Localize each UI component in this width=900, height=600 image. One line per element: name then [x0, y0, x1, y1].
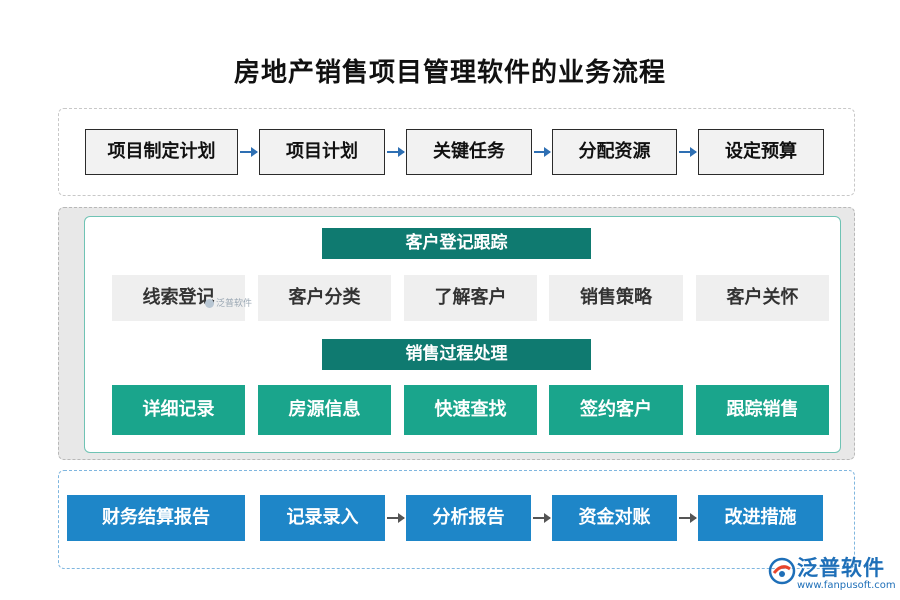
sales-item-5: 跟踪销售 [696, 385, 829, 435]
logo-url: www.fanpusoft.com [797, 580, 896, 591]
arrow-right-icon [534, 147, 551, 157]
arrow-right-icon [533, 513, 551, 523]
arrow-right-icon [240, 147, 258, 157]
arrow-right-icon [679, 147, 697, 157]
customer-header: 客户登记跟踪 [322, 228, 591, 259]
sales-item-4: 签约客户 [549, 385, 683, 435]
customer-item-4: 销售策略 [549, 275, 683, 321]
finance-step-3: 分析报告 [406, 495, 531, 541]
finance-step-4: 资金对账 [552, 495, 677, 541]
planning-step-2: 项目计划 [259, 129, 385, 175]
finance-step-1: 财务结算报告 [67, 495, 245, 541]
sales-item-1: 详细记录 [112, 385, 245, 435]
diagram-title: 房地产销售项目管理软件的业务流程 [233, 58, 666, 88]
finance-step-2: 记录录入 [260, 495, 385, 541]
sales-item-2: 房源信息 [258, 385, 391, 435]
customer-item-5: 客户关怀 [696, 275, 829, 321]
arrow-right-icon [387, 147, 405, 157]
customer-item-1: 线索登记 [112, 275, 245, 321]
sales-header: 销售过程处理 [322, 339, 591, 370]
planning-step-1: 项目制定计划 [85, 129, 238, 175]
customer-item-3: 了解客户 [404, 275, 537, 321]
planning-step-5: 设定预算 [698, 129, 824, 175]
logo-icon [768, 557, 796, 585]
watermark-text: 泛普软件 [216, 299, 253, 309]
planning-step-3: 关键任务 [406, 129, 532, 175]
logo-icon [205, 299, 214, 308]
arrow-right-icon [387, 513, 405, 523]
sales-item-3: 快速查找 [404, 385, 537, 435]
customer-item-2: 客户分类 [258, 275, 391, 321]
watermark-small: 泛普软件 [205, 296, 252, 309]
finance-step-5: 改进措施 [698, 495, 823, 541]
arrow-right-icon [679, 513, 697, 523]
logo-name: 泛普软件 [797, 556, 885, 580]
planning-step-4: 分配资源 [552, 129, 677, 175]
